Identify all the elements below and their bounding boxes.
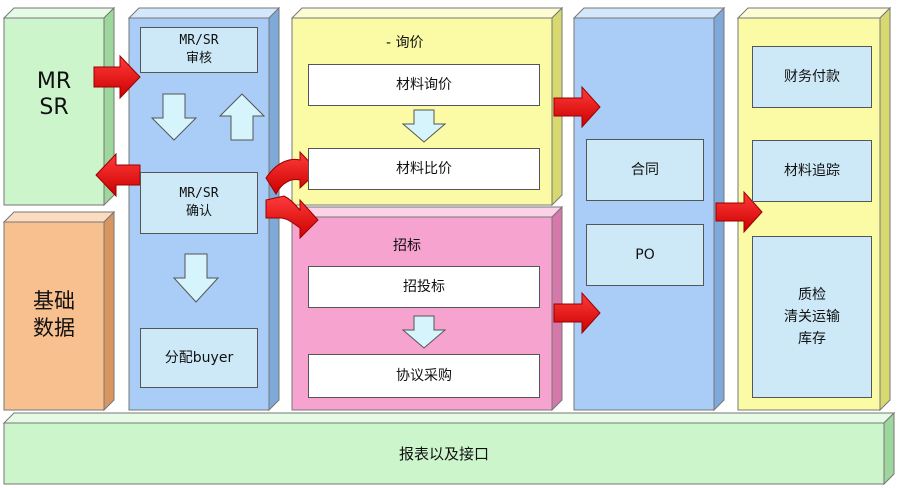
arrow-mrsr-to-review: [93, 54, 141, 100]
mrsr-label: MR SR: [36, 69, 72, 120]
arrow-down-review: [150, 93, 198, 141]
finance-payment-box[interactable]: 财务付款: [752, 46, 872, 108]
arrow-up-review: [218, 93, 266, 141]
arrow-confirm-to-mrsr: [95, 152, 141, 198]
material-tracking-box[interactable]: 材料追踪: [752, 140, 872, 202]
base-data-label: 基础 数据: [33, 289, 75, 340]
base-data-panel: [2, 210, 116, 412]
assign-buyer-box[interactable]: 分配buyer: [140, 328, 258, 388]
inquiry-title: - 询价: [386, 35, 424, 51]
reports-interfaces-label: 报表以及接口: [398, 445, 489, 463]
tender-title: 招标: [393, 238, 421, 254]
arrow-tender-to-contract: [553, 291, 601, 335]
arrow-down-confirm: [172, 253, 220, 303]
material-compare-box[interactable]: 材料比价: [308, 148, 540, 190]
arrow-contract-to-execution: [715, 190, 763, 234]
reports-bar-panel: [2, 411, 896, 486]
arrow-down-inquiry: [401, 109, 447, 143]
bidding-box[interactable]: 招投标: [308, 266, 540, 308]
mrsr-confirm-box[interactable]: MR/SR 确认: [140, 172, 258, 234]
contract-box[interactable]: 合同: [586, 139, 704, 201]
po-box[interactable]: PO: [586, 224, 704, 286]
arrow-down-tender: [401, 315, 447, 349]
arrow-inquiry-to-contract: [553, 85, 601, 129]
contract-column-panel: [572, 6, 726, 412]
mrsr-panel: [2, 6, 116, 207]
agreement-purchase-box[interactable]: 协议采购: [308, 354, 540, 398]
arrow-confirm-to-tender: [265, 195, 319, 240]
material-inquiry-box[interactable]: 材料询价: [308, 64, 540, 106]
mrsr-review-box[interactable]: MR/SR 审核: [140, 27, 258, 73]
qc-customs-storage-box[interactable]: 质检 清关运输 库存: [752, 236, 872, 398]
